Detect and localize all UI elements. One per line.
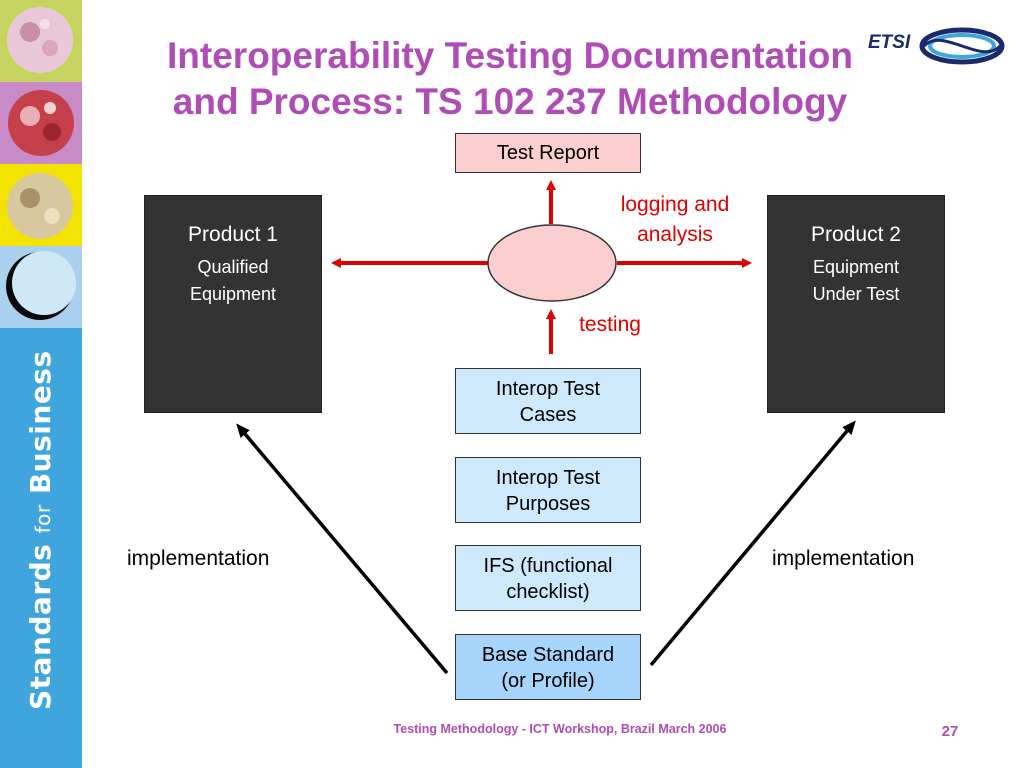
sidebar: Standards for Business <box>0 0 82 768</box>
product-1-subtitle: Qualified Equipment <box>189 257 277 304</box>
sidebar-tile-4 <box>0 246 82 328</box>
arrow-implementation-left <box>236 423 449 675</box>
moon-image-3 <box>7 173 73 239</box>
test-report-box: Test Report <box>455 133 641 173</box>
implementation-label-left: implementation <box>127 547 270 570</box>
sidebar-tile-1 <box>0 0 82 82</box>
product-1-box: Product 1 Qualified Equipment <box>144 195 322 413</box>
test-hub-ellipse <box>487 224 617 302</box>
svg-text:ETSI: ETSI <box>868 32 911 53</box>
arrow-implementation-right <box>649 420 856 667</box>
title-line-2: and Process: TS 102 237 Methodology <box>172 81 848 122</box>
etsi-logo: ETSI <box>868 27 1005 65</box>
moon-image-4 <box>6 251 76 320</box>
moon-image-1 <box>7 7 73 73</box>
sidebar-tile-2 <box>0 82 82 164</box>
product-1-title: Product 1 <box>188 223 278 246</box>
page-title: Interoperability Testing Documentation a… <box>100 33 920 125</box>
product-2-box: Product 2 Equipment Under Test <box>767 195 945 413</box>
logging-analysis-label: logging and analysis <box>620 193 730 246</box>
moon-image-2 <box>8 90 74 156</box>
sidebar-tile-3 <box>0 164 82 246</box>
page-number: 27 <box>941 723 959 740</box>
product-2-title: Product 2 <box>811 223 901 246</box>
title-line-1: Interoperability Testing Documentation <box>167 35 853 76</box>
testing-label: testing <box>579 313 641 336</box>
product-2-subtitle: Equipment Under Test <box>812 257 900 304</box>
footer-text: Testing Methodology - ICT Workshop, Braz… <box>393 722 727 736</box>
implementation-label-right: implementation <box>772 547 915 570</box>
base-standard-box: Base Standard(or Profile) <box>455 634 641 700</box>
